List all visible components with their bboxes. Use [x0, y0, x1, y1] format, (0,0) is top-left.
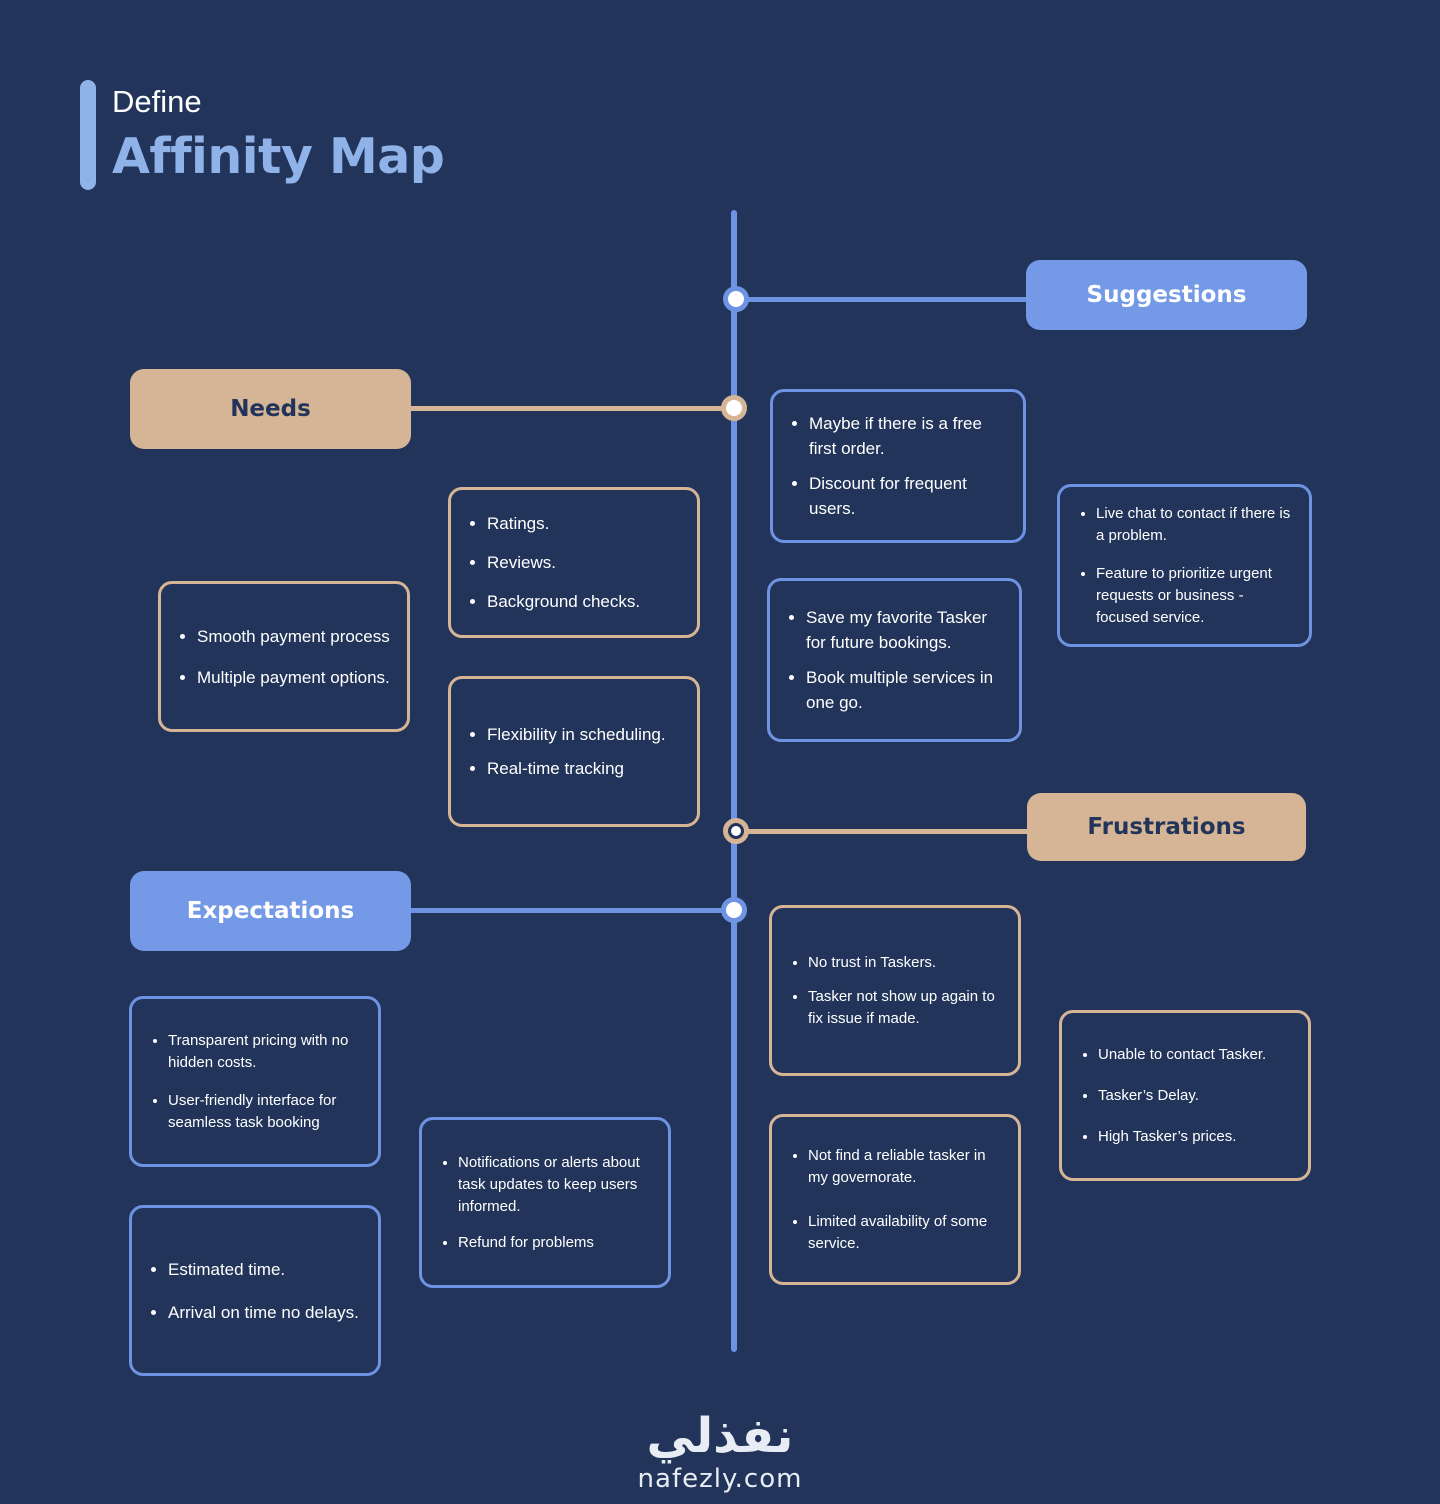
bullet-item: Maybe if there is a free first order.: [809, 411, 1013, 461]
bullet-item: Ratings.: [487, 513, 687, 535]
card-expectations-notifications: Notifications or alerts about task updat…: [419, 1117, 671, 1288]
card-suggestions-favorites: Save my favorite Tasker for future booki…: [767, 578, 1022, 742]
needs-connector: [410, 406, 731, 411]
frustrations-connector: [737, 829, 1027, 834]
bullet-item: Save my favorite Tasker for future booki…: [806, 605, 1009, 655]
expectations-connector: [410, 908, 731, 913]
bullet-item: Real-time tracking: [487, 756, 687, 781]
category-needs: Needs: [130, 369, 411, 449]
card-suggestions-discount: Maybe if there is a free first order. Dis…: [770, 389, 1026, 543]
card-frustrations-availability: Not find a reliable tasker in my governo…: [769, 1114, 1021, 1285]
bullet-item: Flexibility in scheduling.: [487, 722, 687, 747]
card-frustrations-contact: Unable to contact Tasker. Tasker’s Delay.…: [1059, 1010, 1311, 1181]
bullet-list: Estimated time. Arrival on time no delays…: [132, 1257, 378, 1325]
card-needs-flexibility: Flexibility in scheduling. Real-time trac…: [448, 676, 700, 827]
bullet-list: Live chat to contact if there is a probl…: [1060, 503, 1309, 629]
bullet-item: Background checks.: [487, 591, 687, 613]
bullet-item: Arrival on time no delays.: [168, 1300, 368, 1325]
section-eyebrow: Define: [112, 84, 202, 119]
card-needs-ratings: Ratings. Reviews. Background checks.: [448, 487, 700, 638]
category-expectations: Expectations: [130, 871, 411, 951]
bullet-item: Discount for frequent users.: [809, 471, 1013, 521]
needs-node: [721, 395, 747, 421]
bullet-list: Ratings. Reviews. Background checks.: [451, 513, 697, 613]
bullet-item: User-friendly interface for seamless tas…: [168, 1090, 368, 1134]
title-accent-bar: [80, 80, 96, 190]
logo-domain: nafezly.com: [637, 1464, 803, 1494]
bullet-item: Not find a reliable tasker in my governo…: [808, 1145, 1008, 1189]
bullet-list: No trust in Taskers. Tasker not show up a…: [772, 952, 1018, 1030]
card-needs-payment: Smooth payment processMultiple payment o…: [158, 581, 410, 732]
bullet-item: Refund for problems: [458, 1232, 658, 1254]
bullet-item: Reviews.: [487, 552, 687, 574]
frustrations-node: [723, 818, 749, 844]
bullet-list: Transparent pricing with no hidden costs…: [132, 1030, 378, 1134]
bullet-list: Save my favorite Tasker for future booki…: [770, 605, 1019, 715]
suggestions-connector: [737, 297, 1027, 302]
bullet-list: Not find a reliable tasker in my governo…: [772, 1145, 1018, 1255]
bullet-item: Live chat to contact if there is a probl…: [1096, 503, 1299, 547]
bullet-item: Book multiple services in one go.: [806, 665, 1009, 715]
nafezly-logo: نفذلي nafezly.com: [620, 1408, 820, 1504]
bullet-item: Limited availability of some service.: [808, 1211, 1008, 1255]
card-expectations-time: Estimated time. Arrival on time no delays…: [129, 1205, 381, 1376]
suggestions-node: [723, 286, 749, 312]
bullet-item: Estimated time.: [168, 1257, 368, 1282]
bullet-item: Tasker’s Delay.: [1098, 1085, 1298, 1107]
bullet-item: Transparent pricing with no hidden costs…: [168, 1030, 368, 1074]
bullet-item: Smooth payment process: [197, 624, 397, 649]
card-expectations-pricing: Transparent pricing with no hidden costs…: [129, 996, 381, 1167]
bullet-item: Unable to contact Tasker.: [1098, 1044, 1298, 1066]
bullet-item: Feature to prioritize urgent requests or…: [1096, 563, 1299, 629]
bullet-item: Multiple payment options.: [197, 665, 397, 690]
page-title: Affinity Map: [112, 128, 445, 185]
bullet-list: Flexibility in scheduling. Real-time trac…: [451, 722, 697, 781]
bullet-list: Notifications or alerts about task updat…: [422, 1152, 668, 1254]
timeline-spine: [731, 210, 737, 1352]
expectations-node: [721, 897, 747, 923]
card-frustrations-trust: No trust in Taskers. Tasker not show up a…: [769, 905, 1021, 1076]
card-suggestions-chat: Live chat to contact if there is a probl…: [1057, 484, 1312, 647]
bullet-item: Tasker not show up again to fix issue if…: [808, 986, 1008, 1030]
bullet-item: High Tasker’s prices.: [1098, 1126, 1298, 1148]
bullet-item: No trust in Taskers.: [808, 952, 1008, 974]
bullet-item: Notifications or alerts about task updat…: [458, 1152, 658, 1218]
bullet-list: Smooth payment processMultiple payment o…: [161, 624, 407, 690]
bullet-list: Unable to contact Tasker. Tasker’s Delay.…: [1062, 1044, 1308, 1148]
category-frustrations: Frustrations: [1027, 793, 1306, 861]
category-suggestions: Suggestions: [1026, 260, 1307, 330]
bullet-list: Maybe if there is a free first order. Dis…: [773, 411, 1023, 521]
logo-arabic-wordmark: نفذلي: [646, 1408, 794, 1464]
